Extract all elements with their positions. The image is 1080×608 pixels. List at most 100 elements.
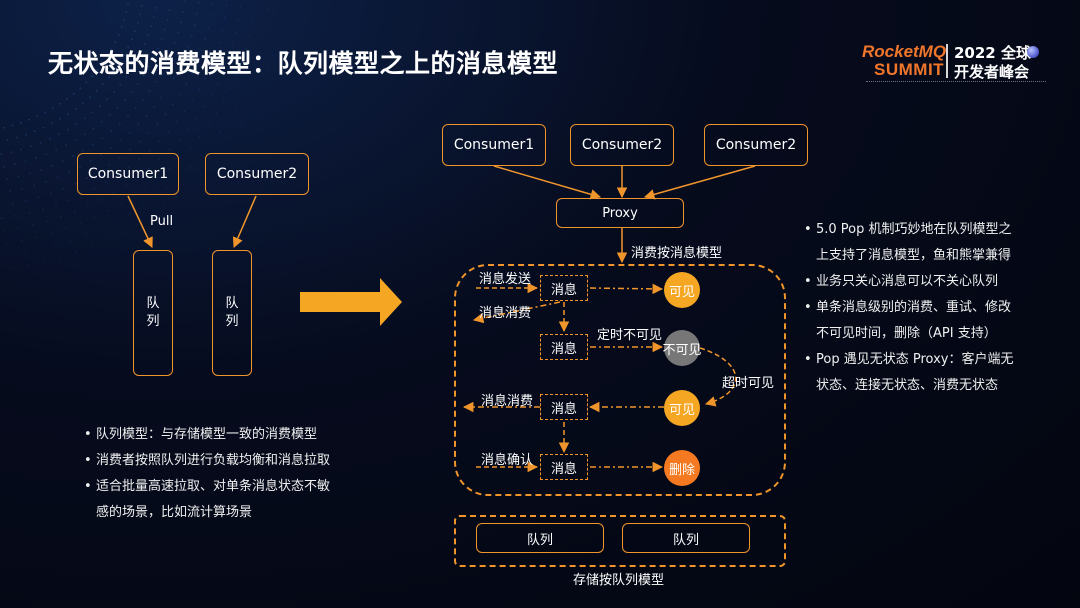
- note-item-continued: 状态、连接无状态、消费无状态: [816, 378, 999, 393]
- background-dot: [262, 37, 265, 39]
- background-dot: [106, 98, 108, 101]
- background-dot: [175, 120, 178, 123]
- background-dot: [265, 22, 268, 25]
- background-dot: [207, 26, 210, 29]
- background-dot: [95, 89, 98, 92]
- background-dot: [160, 38, 163, 40]
- background-dot: [267, 69, 269, 71]
- background-dot: [114, 41, 117, 44]
- background-dot: [89, 160, 92, 163]
- background-dot: [150, 25, 153, 27]
- background-dot: [207, 124, 210, 126]
- background-dot: [100, 198, 102, 201]
- background-dot: [191, 99, 194, 102]
- background-dot: [167, 130, 170, 133]
- right-consumer1-box: Consumer1: [442, 124, 546, 166]
- state-invisible-label: 不可见: [662, 342, 702, 358]
- background-dot: [140, 5, 143, 7]
- background-dot: [35, 236, 38, 239]
- background-dot: [32, 224, 34, 227]
- background-dot: [39, 248, 42, 251]
- background-dot: [227, 57, 230, 60]
- background-dot: [59, 118, 62, 120]
- background-dot: [143, 43, 146, 45]
- background-dot: [108, 164, 111, 166]
- background-dot: [136, 22, 139, 24]
- background-dot: [182, 10, 185, 13]
- background-dot: [168, 167, 171, 170]
- background-dot: [9, 190, 11, 193]
- background-dot: [195, 117, 198, 120]
- storage-queue-1: 队列: [476, 523, 604, 553]
- message-box-1: 消息: [540, 275, 588, 301]
- logo-separator: [946, 44, 948, 78]
- background-dot: [154, 80, 157, 83]
- background-dot: [129, 149, 131, 151]
- background-dot: [160, 71, 163, 74]
- background-dot: [179, 157, 181, 160]
- background-dot: [35, 157, 37, 160]
- background-dot: [101, 120, 103, 123]
- background-dot: [55, 149, 58, 151]
- background-dot: [135, 223, 138, 226]
- background-dot: [44, 111, 46, 114]
- background-dot: [140, 51, 142, 54]
- background-dot: [59, 256, 61, 259]
- background-dot: [221, 29, 224, 31]
- background-dot: [203, 106, 206, 108]
- background-dot: [51, 164, 53, 167]
- background-dot: [37, 196, 40, 199]
- background-dot: [59, 102, 61, 105]
- background-dot: [51, 122, 53, 125]
- background-dot: [134, 30, 136, 33]
- left-consumer2-box: Consumer2: [205, 153, 309, 195]
- notes-list: 5.0 Pop 机制巧妙地在队列模型之 上支持了消息模型，鱼和熊掌兼得 业务只关…: [804, 217, 1013, 399]
- background-dot: [175, 195, 178, 198]
- background-dot: [20, 239, 23, 242]
- background-dot: [116, 106, 119, 109]
- background-dot: [11, 202, 14, 205]
- background-dot: [145, 115, 148, 117]
- background-dot: [168, 148, 171, 151]
- background-dot: [163, 205, 165, 208]
- background-dot: [127, 213, 130, 215]
- background-dot: [204, 38, 207, 41]
- background-dot: [113, 69, 116, 72]
- background-dot: [85, 234, 87, 236]
- background-dot: [123, 99, 126, 101]
- background-dot: [198, 135, 201, 138]
- background-dot: [279, 24, 281, 27]
- background-dot: [92, 127, 95, 130]
- background-dot: [14, 163, 16, 166]
- logo-tagline-decoration: [866, 81, 1046, 84]
- left-bullet-item: 消费者按照队列进行负载均衡和消息拉取: [84, 448, 330, 474]
- background-dot: [183, 0, 186, 3]
- background-dot: [79, 87, 82, 90]
- left-queue2-char1: 队: [225, 296, 239, 311]
- background-dot: [62, 187, 65, 190]
- background-dot: [65, 227, 67, 230]
- background-dot: [158, 140, 161, 143]
- background-dot: [24, 160, 27, 163]
- right-consumer2-box: Consumer2: [570, 124, 674, 166]
- background-dot: [276, 39, 278, 42]
- background-dot: [174, 42, 176, 44]
- background-dot: [96, 69, 99, 71]
- state-delete: 删除: [664, 450, 700, 486]
- background-dot: [109, 114, 111, 116]
- background-dot: [235, 74, 238, 77]
- state-visible-1-label: 可见: [668, 284, 695, 300]
- background-dot: [106, 55, 109, 58]
- background-dot: [166, 186, 169, 189]
- background-dot: [172, 103, 174, 106]
- background-dot: [138, 140, 141, 143]
- background-dot: [105, 181, 107, 184]
- background-dot: [16, 136, 18, 139]
- background-dot: [199, 174, 202, 177]
- background-dot: [245, 48, 247, 50]
- background-dot: [3, 126, 5, 129]
- background-dot: [14, 215, 17, 217]
- background-dot: [154, 7, 157, 9]
- background-dot: [240, 61, 243, 64]
- background-dot: [101, 62, 104, 65]
